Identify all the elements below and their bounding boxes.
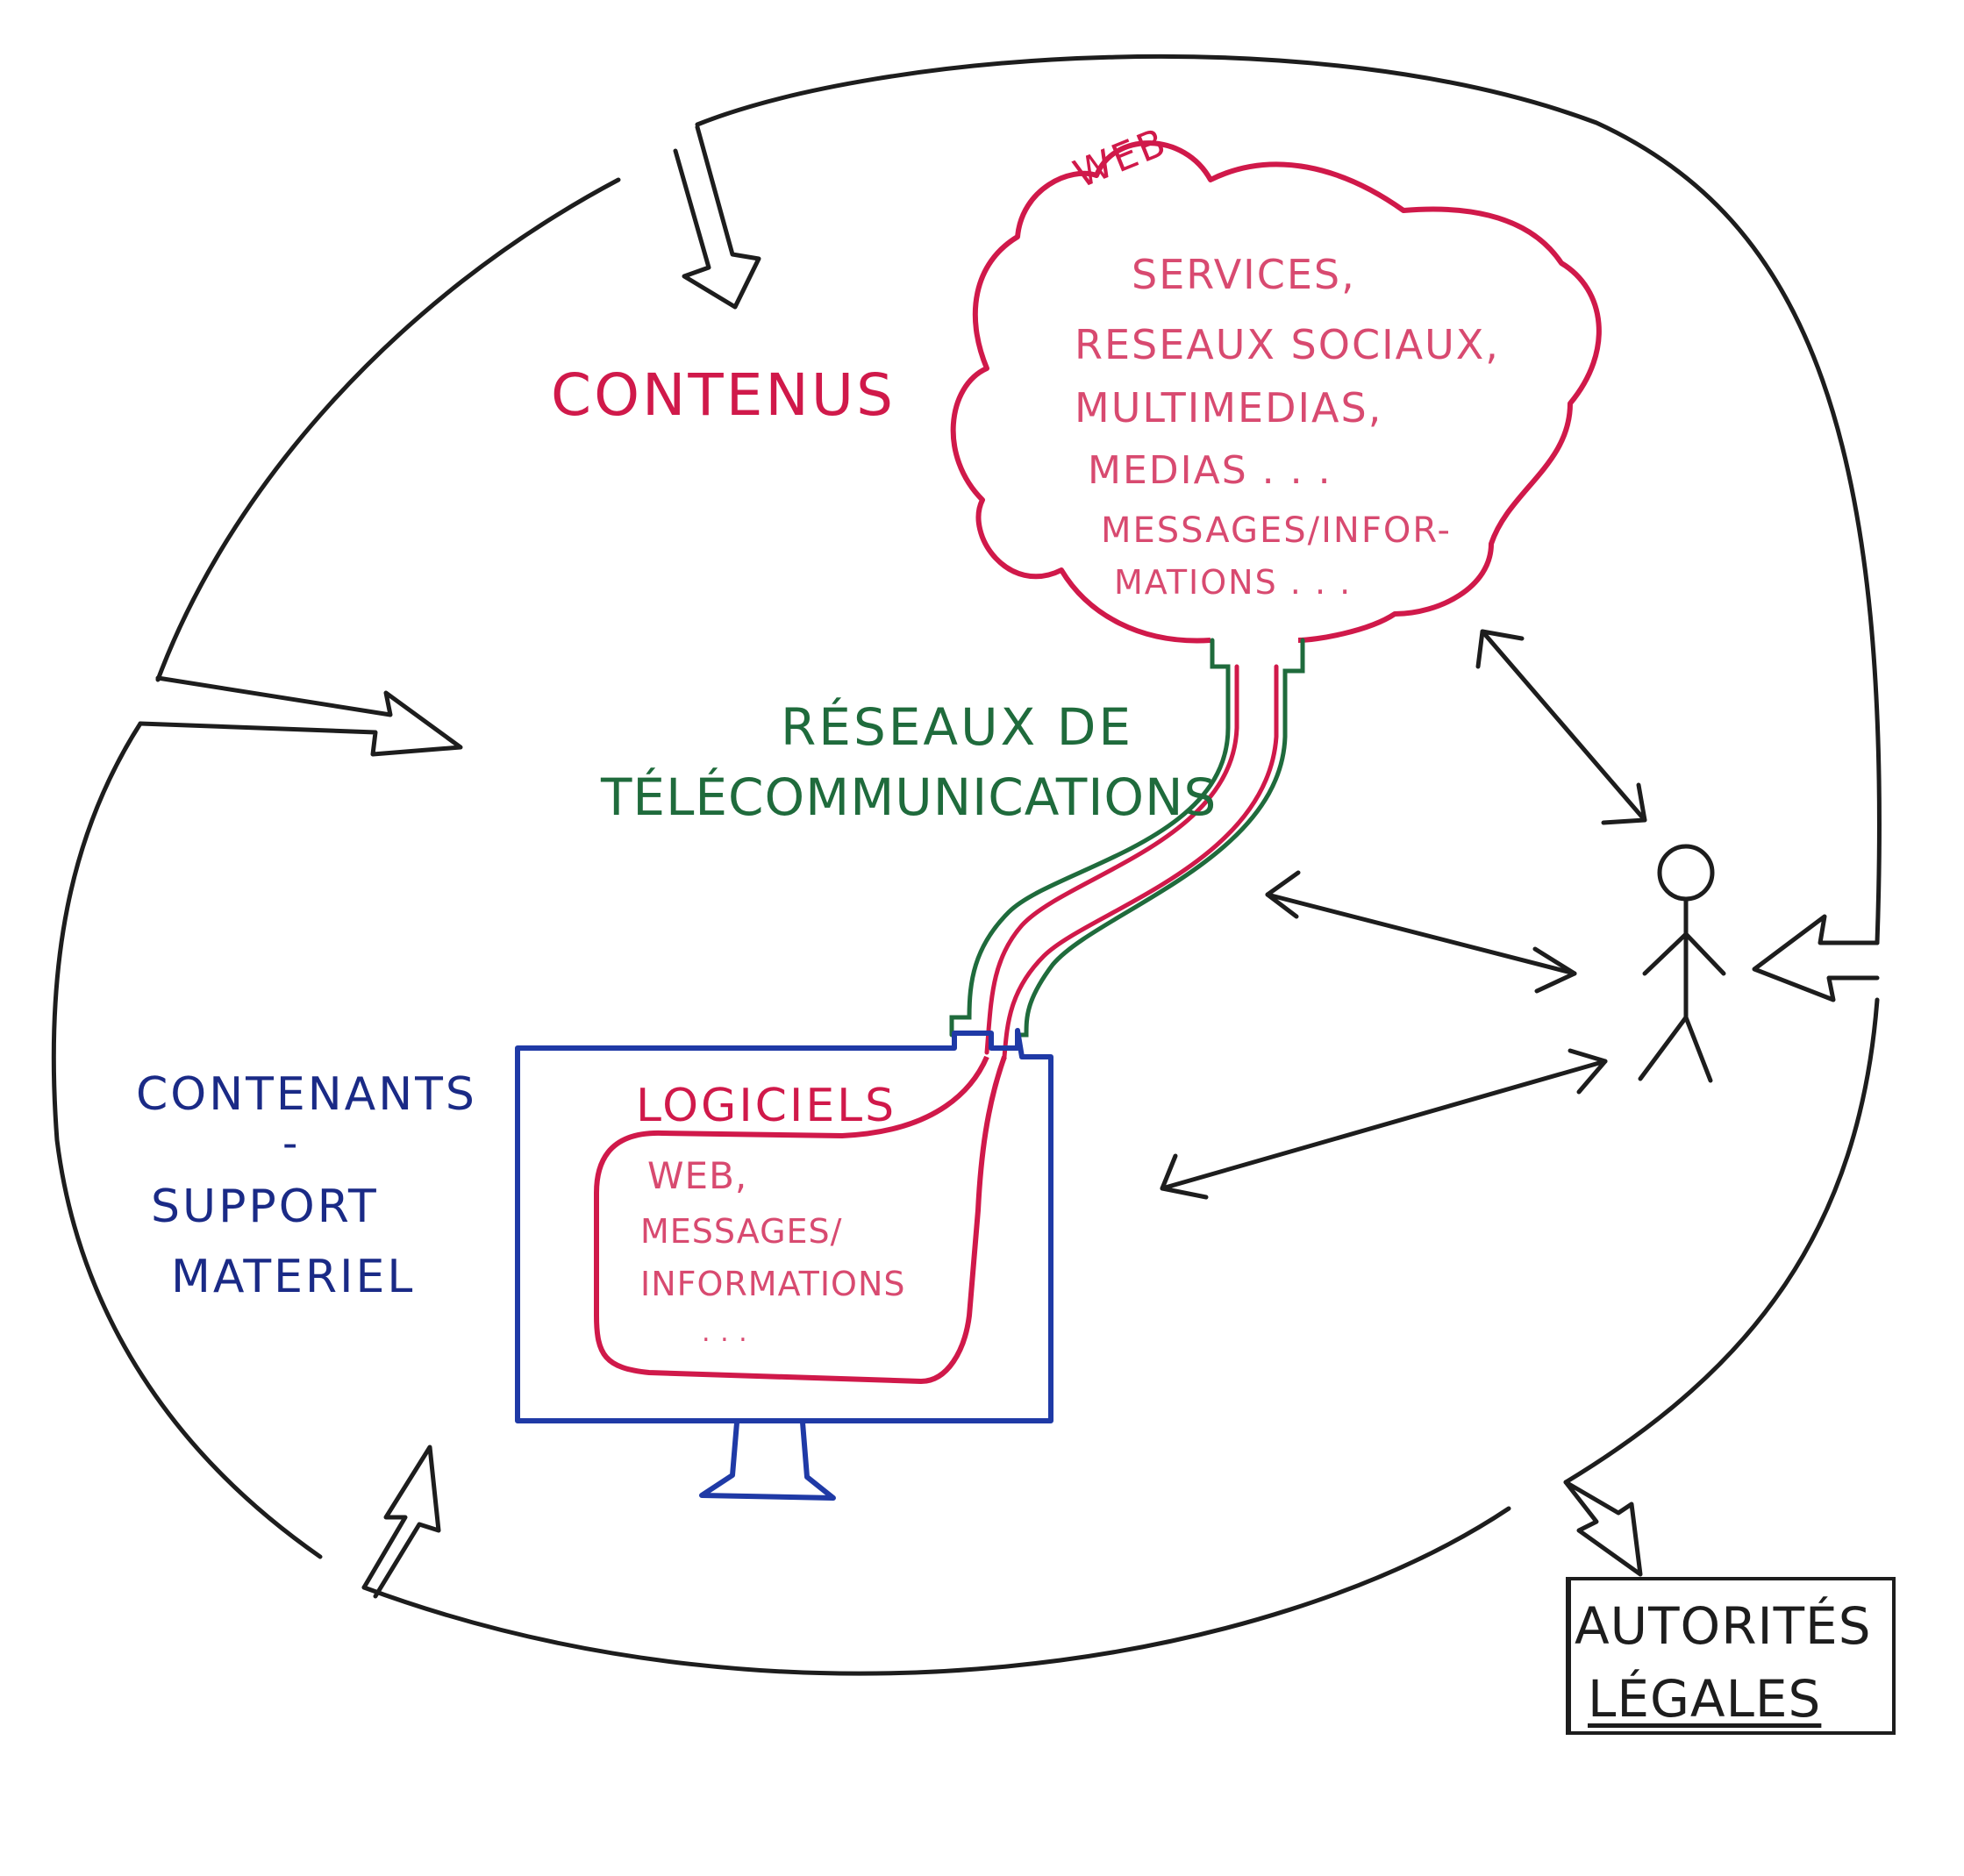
interaction-arrows	[1160, 629, 1647, 1200]
label-autorites-line2: LÉGALES	[1588, 1669, 1822, 1729]
monitor	[515, 1028, 1053, 1501]
cable-red-a	[984, 664, 1239, 1055]
autorites-box	[1566, 1577, 1896, 1735]
arrow-bottom-right	[1563, 1480, 1643, 1577]
outer-arc-left-upper	[155, 177, 621, 682]
cable-green-inner	[1015, 638, 1305, 1038]
outer-cycle	[51, 53, 1882, 1676]
label-contenants: CONTENANTS	[136, 1068, 477, 1121]
web-cloud	[950, 140, 1602, 644]
label-reseaux-line2: TÉLÉCOMMUNICATIONS	[601, 767, 1218, 827]
person-icon	[1638, 844, 1726, 1083]
arrow-network-person	[1265, 892, 1577, 976]
cloud-line-reseaux-sociaux: RESEAUX SOCIAUX,	[1075, 321, 1500, 368]
arrow-left-middle	[138, 675, 463, 757]
software-line-ellipsis: . . .	[702, 1317, 748, 1348]
cloud-line-medias: MEDIAS . . .	[1088, 448, 1332, 493]
outer-arc-bottom	[361, 1506, 1511, 1676]
label-logiciels: LOGICIELS	[636, 1080, 897, 1132]
label-contenus: CONTENUS	[551, 361, 896, 429]
label-reseaux-line1: RÉSEAUX DE	[781, 697, 1134, 757]
cloud-line-mations: MATIONS . . .	[1114, 563, 1353, 602]
cloud-line-multimedias: MULTIMEDIAS,	[1075, 384, 1383, 432]
label-autorites-line1: AUTORITÉS	[1575, 1596, 1872, 1656]
arrow-cloud-person	[1480, 629, 1647, 823]
telecom-cable	[949, 638, 1305, 1059]
software-line-messages: MESSAGES/	[640, 1212, 843, 1251]
outer-arc-top-right	[695, 53, 1882, 945]
cable-green-outer	[949, 638, 1231, 1038]
software-line-web: WEB,	[647, 1154, 748, 1197]
arrow-top-left	[673, 125, 761, 310]
arrow-bottom-left	[361, 1444, 441, 1599]
cloud-line-services: SERVICES,	[1132, 251, 1356, 298]
label-dash: -	[282, 1119, 301, 1168]
arrow-monitor-person	[1160, 1059, 1608, 1191]
label-materiel: MATERIEL	[171, 1251, 416, 1303]
outer-arc-left-lower	[51, 721, 323, 1559]
arrow-right-middle	[1752, 914, 1880, 1002]
software-line-informations: INFORMATIONS	[640, 1265, 906, 1303]
monitor-stand	[699, 1422, 836, 1501]
label-support: SUPPORT	[151, 1181, 379, 1233]
outer-arc-right	[1563, 997, 1880, 1485]
software-frame	[594, 1055, 1007, 1385]
cable-red-b	[1002, 664, 1279, 1059]
cycle-arrows	[138, 125, 1880, 1599]
cloud-line-messages: MESSAGES/INFOR-	[1101, 510, 1452, 551]
monitor-screen	[515, 1028, 1053, 1423]
